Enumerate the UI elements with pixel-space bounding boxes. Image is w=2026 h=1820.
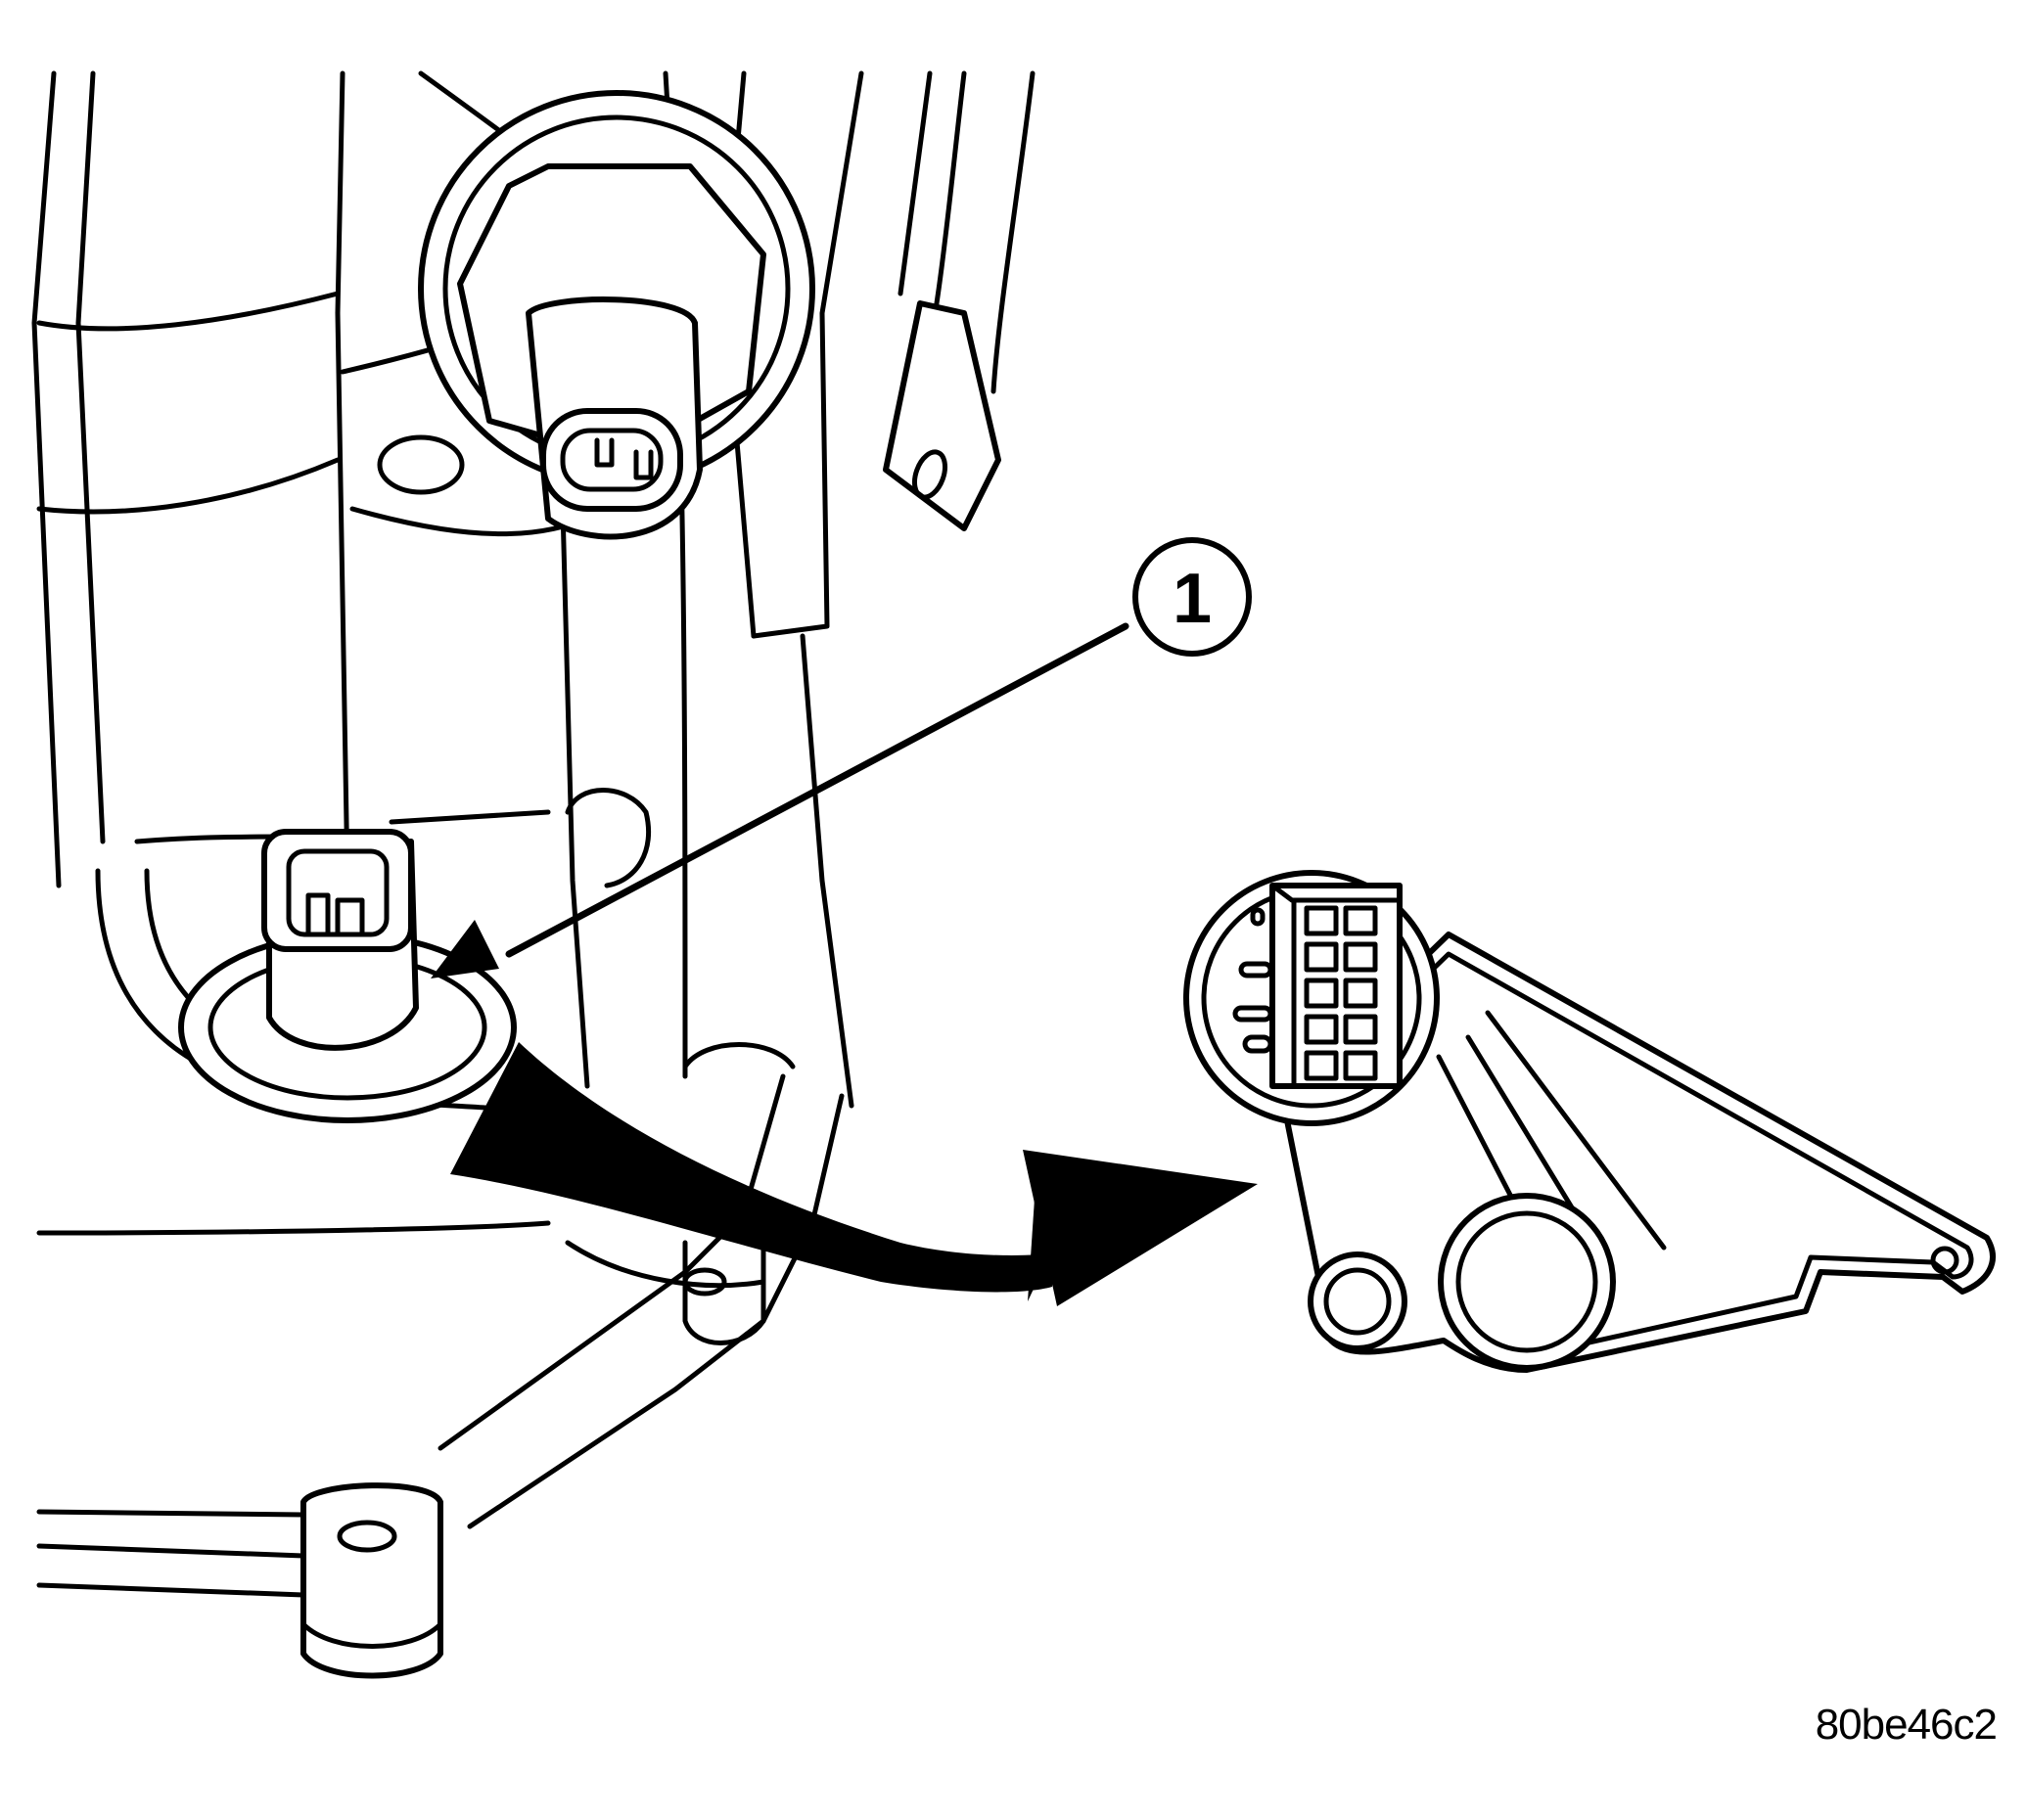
callout-leader xyxy=(431,622,1129,978)
figure-id: 80be46c2 xyxy=(1815,1701,1998,1749)
callout-number: 1 xyxy=(1173,560,1212,638)
speed-sensor xyxy=(418,90,815,540)
connector-pins xyxy=(1304,905,1378,1081)
range-sensor-connector xyxy=(178,829,517,1123)
range-sensor-bracket xyxy=(1183,870,1996,1373)
callout-arrowhead xyxy=(431,920,499,978)
callout-1: 1 xyxy=(1132,537,1252,657)
removal-arrow xyxy=(450,1042,1258,1306)
